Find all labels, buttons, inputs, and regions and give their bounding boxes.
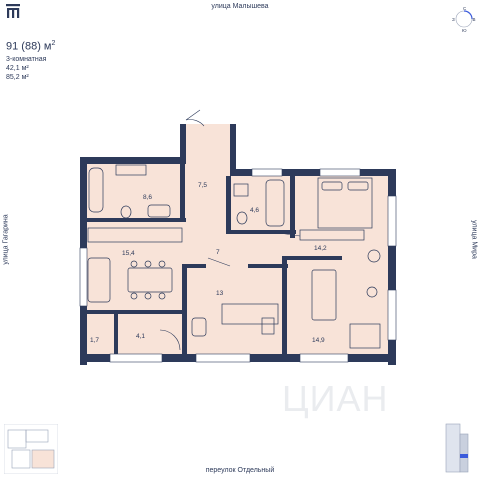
compass-south: Ю bbox=[462, 28, 467, 33]
compass-east: В bbox=[473, 17, 476, 22]
door-swings bbox=[159, 109, 301, 351]
street-top-label: улица Малышева bbox=[211, 3, 269, 10]
apartment-type: 3-комнатная bbox=[6, 56, 47, 63]
furniture-middle-bedroom bbox=[191, 303, 279, 337]
floor-area bbox=[86, 124, 392, 354]
room-label-wardrobe: 4,1 bbox=[136, 333, 145, 340]
key-plan-icon bbox=[4, 424, 58, 474]
room-label-hall: 7 bbox=[216, 249, 220, 256]
room-label-bedroom-right: 14,9 bbox=[312, 337, 325, 344]
furniture-right-bedroom bbox=[311, 269, 381, 349]
furniture-master-bedroom bbox=[299, 177, 381, 263]
furniture-kitchen bbox=[87, 227, 183, 303]
furniture-small-bath bbox=[233, 179, 285, 227]
room-label-storage: 1,7 bbox=[90, 337, 99, 344]
interior-walls bbox=[86, 164, 342, 354]
windows bbox=[79, 168, 397, 363]
room-label-bath-main: 8,6 bbox=[143, 194, 152, 201]
total-area: 91 (88) м2 bbox=[6, 40, 56, 53]
living-area: 42,1 м² bbox=[6, 65, 29, 72]
compass-north: С bbox=[463, 6, 467, 11]
furniture-bathroom bbox=[88, 164, 171, 219]
total-area-secondary: 85,2 м² bbox=[6, 74, 29, 81]
room-label-kitchen-living: 15,4 bbox=[122, 250, 135, 257]
developer-logo bbox=[6, 4, 20, 18]
building-icon bbox=[445, 423, 469, 473]
room-label-bedroom-master: 14,2 bbox=[314, 245, 327, 252]
compass-west: З bbox=[452, 17, 455, 22]
room-labels: 8,6 7,5 4,6 14,2 7 15,4 13 14,9 1,7 4,1 bbox=[90, 182, 327, 344]
street-bottom-label: переулок Отдельный bbox=[205, 467, 275, 474]
compass-icon: С Ю З В bbox=[452, 6, 476, 33]
room-label-bath-small: 4,6 bbox=[250, 207, 259, 214]
watermark: ЦИАН bbox=[282, 378, 389, 419]
room-label-bedroom-middle: 13 bbox=[216, 290, 224, 297]
room-label-corridor-top: 7,5 bbox=[198, 182, 207, 189]
